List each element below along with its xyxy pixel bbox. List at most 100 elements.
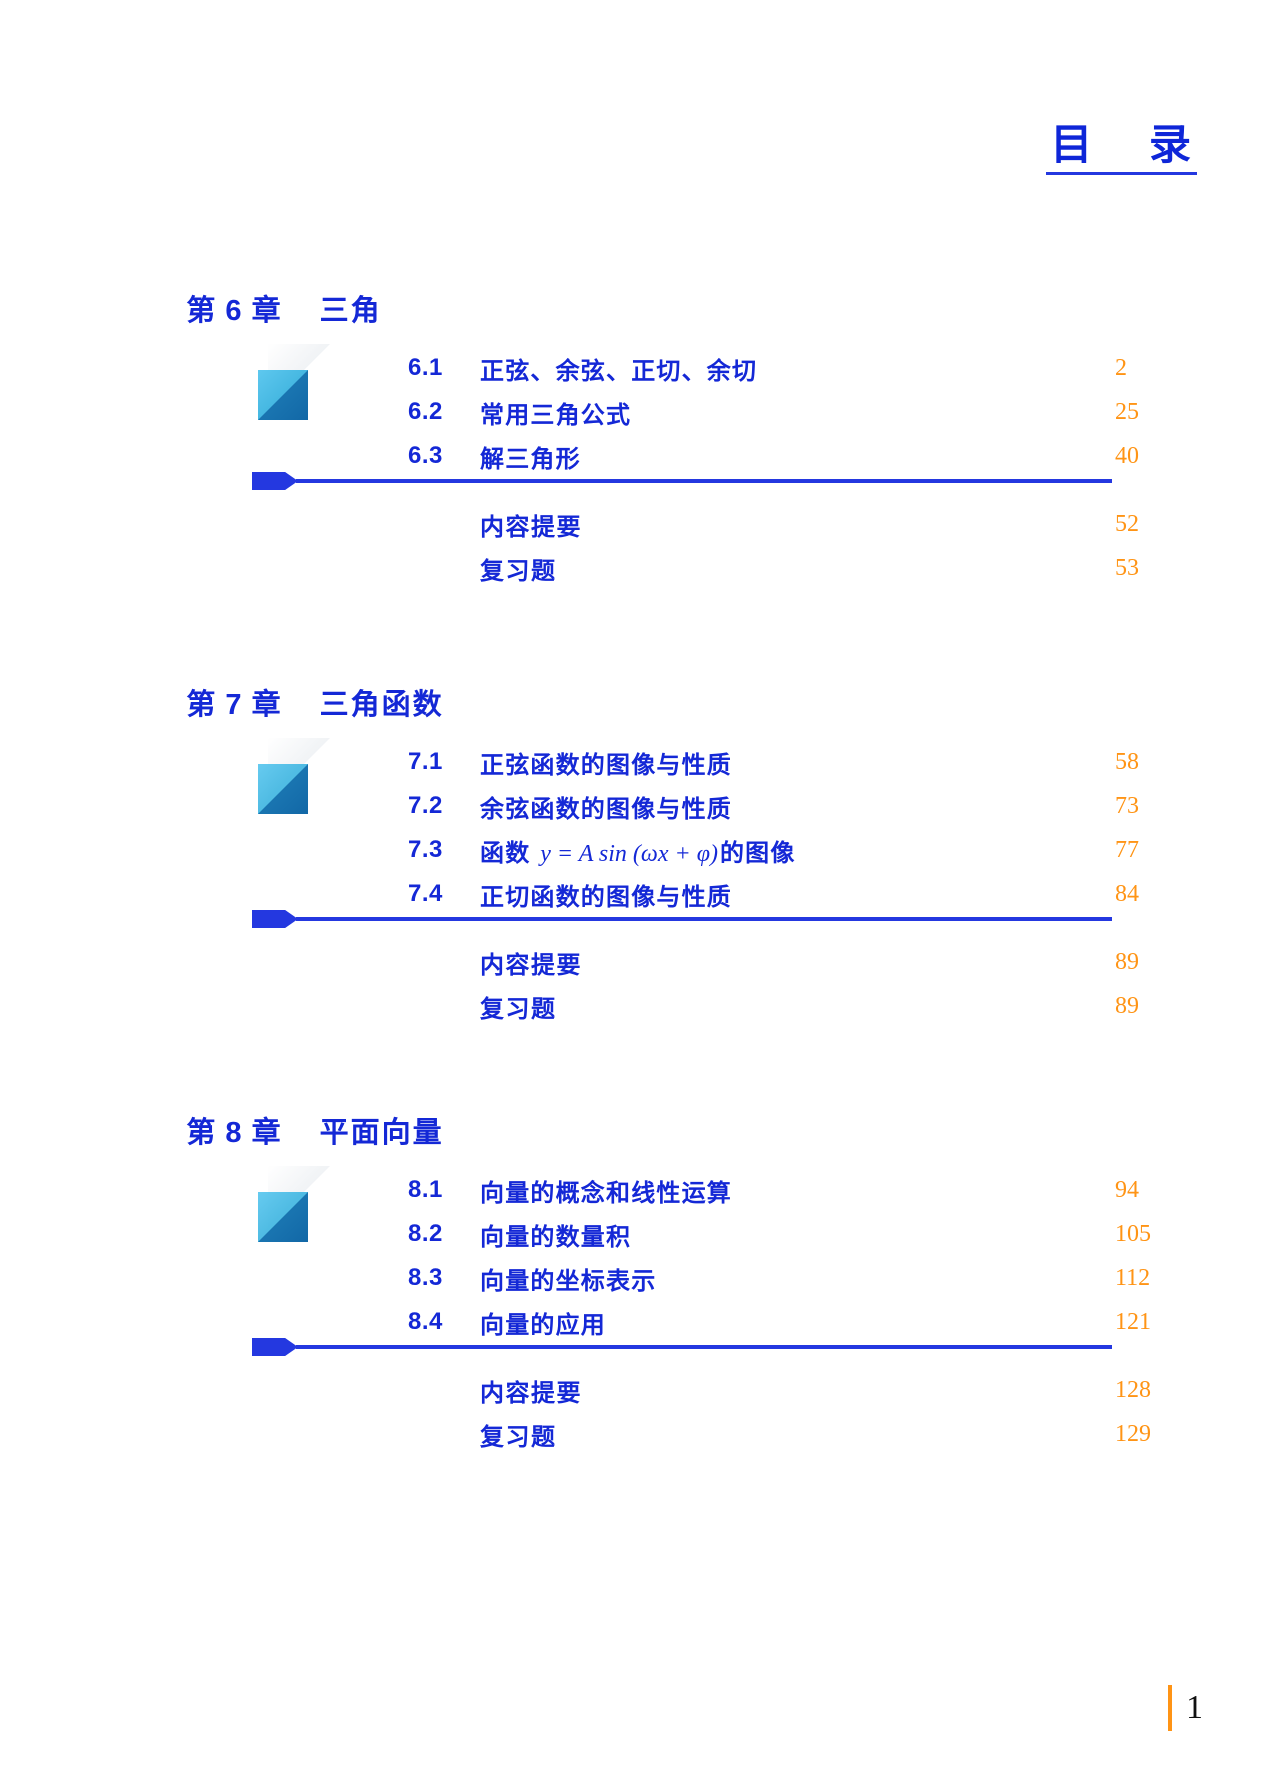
toc-entry[interactable]: 6.1 正弦、余弦、正切、余切 2 <box>0 346 1275 390</box>
entry-title: 向量的坐标表示 <box>480 1267 657 1295</box>
entry-title-formula: 函数 y = A sin (ωx + φ)的图像 <box>480 833 1115 868</box>
entry-title: 复习题 <box>480 557 557 585</box>
entry-page-number: 121 <box>1115 1308 1151 1335</box>
footer-folio: 1 <box>1168 1685 1203 1731</box>
entry-page-number: 77 <box>1115 836 1139 863</box>
math-formula: y = A sin (ωx + φ) <box>540 840 718 867</box>
toc-entry[interactable]: 8.3 向量的坐标表示 112 <box>0 1256 1275 1300</box>
chapter-divider-7 <box>252 906 1112 932</box>
toc-entry[interactable]: 7.3 函数 y = A sin (ωx + φ)的图像 77 <box>0 828 1275 872</box>
entry-title: 余弦函数的图像与性质 <box>480 795 732 823</box>
toc-entry[interactable]: 6.3 解三角形 40 <box>0 434 1275 478</box>
entry-page-number: 58 <box>1115 748 1139 775</box>
formula-suffix: 的图像 <box>719 839 796 867</box>
entry-number: 7.1 <box>408 748 443 775</box>
chapter-title-7: 三角函数 <box>319 689 444 721</box>
chapter-title-6: 三角 <box>319 295 382 327</box>
entry-number: 6.3 <box>408 442 443 469</box>
entry-number: 7.3 <box>408 836 443 863</box>
back-matter-list-8: 内容提要 128 复习题 129 <box>0 1368 1275 1456</box>
toc-entry[interactable]: 7.2 余弦函数的图像与性质 73 <box>0 784 1275 828</box>
entry-number: 8.2 <box>408 1220 443 1247</box>
folded-corner-decoration-7 <box>252 738 334 816</box>
entry-page-number: 84 <box>1115 880 1139 907</box>
chapter-heading-8: 第 8 章 平面向量 <box>138 1090 444 1177</box>
entry-number: 7.2 <box>408 792 443 819</box>
entry-title: 内容提要 <box>480 1379 582 1407</box>
toc-entry[interactable]: 7.4 正切函数的图像与性质 84 <box>0 872 1275 916</box>
entry-page-number: 52 <box>1115 510 1139 537</box>
divider-arrow-cap <box>252 910 298 928</box>
back-matter-list-6: 内容提要 52 复习题 53 <box>0 502 1275 590</box>
page-title: 目 录 <box>1046 124 1197 175</box>
entry-title: 正弦、余弦、正切、余切 <box>480 357 758 385</box>
entry-page-number: 53 <box>1115 554 1139 581</box>
entry-title: 向量的应用 <box>480 1311 606 1339</box>
entry-number: 8.3 <box>408 1264 443 1291</box>
folded-corner-decoration-6 <box>252 344 334 422</box>
toc-entry[interactable]: 8.2 向量的数量积 105 <box>0 1212 1275 1256</box>
entry-number: 6.1 <box>408 354 443 381</box>
entry-title: 向量的数量积 <box>480 1223 632 1251</box>
toc-entry-backmatter[interactable]: 内容提要 128 <box>0 1368 1275 1412</box>
folded-corner-decoration-8 <box>252 1166 334 1244</box>
entry-number: 7.4 <box>408 880 443 907</box>
entry-title: 内容提要 <box>480 513 582 541</box>
entry-title: 常用三角公式 <box>480 401 632 429</box>
entry-page-number: 89 <box>1115 992 1139 1019</box>
chapter-divider-8 <box>252 1334 1112 1360</box>
chapter-title-8: 平面向量 <box>319 1117 444 1149</box>
divider-rule <box>296 479 1112 483</box>
entry-list-6: 6.1 正弦、余弦、正切、余切 2 6.2 常用三角公式 25 6.3 解三角形… <box>0 346 1275 478</box>
entry-number: 6.2 <box>408 398 443 425</box>
toc-entry[interactable]: 8.4 向量的应用 121 <box>0 1300 1275 1344</box>
entry-title: 复习题 <box>480 1423 557 1451</box>
back-matter-list-7: 内容提要 89 复习题 89 <box>0 940 1275 1028</box>
toc-entry-backmatter[interactable]: 复习题 89 <box>0 984 1275 1028</box>
toc-entry[interactable]: 7.1 正弦函数的图像与性质 58 <box>0 740 1275 784</box>
toc-entry-backmatter[interactable]: 内容提要 52 <box>0 502 1275 546</box>
chapter-label-6: 第 6 章 <box>186 295 282 327</box>
folded-corner-icon <box>258 738 330 814</box>
chapter-divider-6 <box>252 468 1112 494</box>
entry-list-7: 7.1 正弦函数的图像与性质 58 7.2 余弦函数的图像与性质 73 7.3 … <box>0 740 1275 916</box>
formula-prefix: 函数 <box>480 839 539 867</box>
entry-page-number: 25 <box>1115 398 1139 425</box>
entry-page-number: 105 <box>1115 1220 1151 1247</box>
toc-entry[interactable]: 8.1 向量的概念和线性运算 94 <box>0 1168 1275 1212</box>
chapter-heading-6: 第 6 章 三角 <box>138 268 382 355</box>
chapter-label-8: 第 8 章 <box>186 1117 282 1149</box>
divider-arrow-cap <box>252 1338 298 1356</box>
entry-page-number: 94 <box>1115 1176 1139 1203</box>
folio-number: 1 <box>1186 1689 1203 1726</box>
entry-page-number: 89 <box>1115 948 1139 975</box>
chapter-heading-7: 第 7 章 三角函数 <box>138 662 444 749</box>
toc-entry[interactable]: 6.2 常用三角公式 25 <box>0 390 1275 434</box>
entry-title: 复习题 <box>480 995 557 1023</box>
folded-corner-icon <box>258 1166 330 1242</box>
entry-number: 8.4 <box>408 1308 443 1335</box>
entry-page-number: 40 <box>1115 442 1139 469</box>
entry-title: 正弦函数的图像与性质 <box>480 751 732 779</box>
entry-title: 内容提要 <box>480 951 582 979</box>
entry-title: 解三角形 <box>480 445 581 473</box>
entry-title: 向量的概念和线性运算 <box>480 1179 732 1207</box>
entry-page-number: 2 <box>1115 354 1127 381</box>
chapter-label-7: 第 7 章 <box>186 689 282 721</box>
toc-entry-backmatter[interactable]: 复习题 53 <box>0 546 1275 590</box>
entry-page-number: 73 <box>1115 792 1139 819</box>
entry-list-8: 8.1 向量的概念和线性运算 94 8.2 向量的数量积 105 8.3 向量的… <box>0 1168 1275 1344</box>
folded-corner-icon <box>258 344 330 420</box>
entry-page-number: 129 <box>1115 1420 1151 1447</box>
divider-arrow-cap <box>252 472 298 490</box>
entry-page-number: 112 <box>1115 1264 1151 1291</box>
entry-title: 正切函数的图像与性质 <box>480 883 732 911</box>
divider-rule <box>296 917 1112 921</box>
toc-title-text: 目 录 <box>1046 124 1197 175</box>
divider-rule <box>296 1345 1112 1349</box>
toc-entry-backmatter[interactable]: 复习题 129 <box>0 1412 1275 1456</box>
folio-rule <box>1168 1685 1172 1731</box>
toc-entry-backmatter[interactable]: 内容提要 89 <box>0 940 1275 984</box>
entry-page-number: 128 <box>1115 1376 1151 1403</box>
